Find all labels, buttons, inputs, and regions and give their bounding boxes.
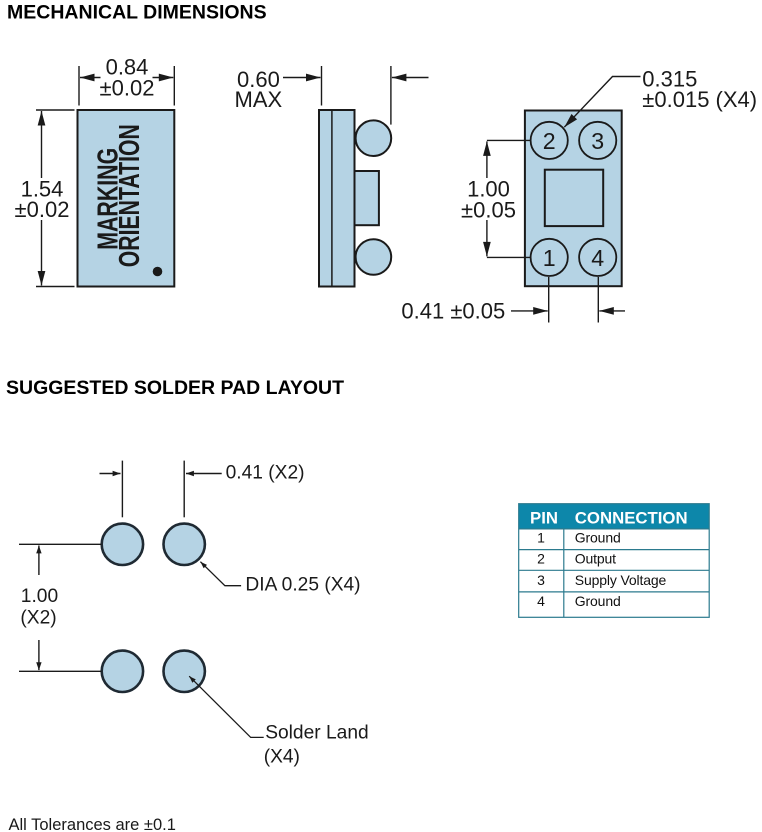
svg-text:2: 2 — [537, 551, 545, 567]
svg-text:Ground: Ground — [575, 530, 621, 546]
svg-text:1.00: 1.00 — [21, 586, 58, 607]
svg-text:(X4): (X4) — [264, 747, 300, 768]
svg-text:SUGGESTED SOLDER PAD LAYOUT: SUGGESTED SOLDER PAD LAYOUT — [6, 377, 344, 399]
svg-text:1.00: 1.00 — [467, 176, 510, 201]
svg-text:ORIENTATION: ORIENTATION — [114, 124, 146, 267]
svg-text:DIA 0.25 (X4): DIA 0.25 (X4) — [245, 575, 360, 596]
svg-text:±0.02: ±0.02 — [15, 197, 70, 222]
svg-text:(X2): (X2) — [20, 608, 56, 629]
svg-text:±0.02: ±0.02 — [100, 76, 155, 101]
svg-text:1.54: 1.54 — [21, 176, 64, 201]
svg-text:±0.015 (X4): ±0.015 (X4) — [642, 87, 757, 112]
svg-text:MECHANICAL DIMENSIONS: MECHANICAL DIMENSIONS — [7, 2, 267, 24]
svg-text:2: 2 — [543, 128, 556, 154]
svg-text:1: 1 — [543, 245, 556, 271]
svg-text:MARKING: MARKING — [93, 148, 125, 250]
svg-text:All Tolerances are ±0.1: All Tolerances are ±0.1 — [9, 816, 176, 832]
svg-text:±0.05: ±0.05 — [461, 197, 516, 222]
svg-text:0.315: 0.315 — [642, 67, 697, 92]
svg-text:CONNECTION: CONNECTION — [575, 509, 688, 528]
svg-text:4: 4 — [537, 593, 545, 609]
svg-text:MAX: MAX — [235, 87, 283, 112]
svg-text:1: 1 — [537, 530, 545, 546]
svg-text:3: 3 — [591, 128, 604, 154]
svg-text:3: 3 — [537, 572, 545, 588]
svg-text:0.60: 0.60 — [237, 67, 280, 92]
svg-text:0.41 ±0.05: 0.41 ±0.05 — [401, 298, 505, 323]
svg-text:Output: Output — [575, 551, 616, 567]
svg-text:Ground: Ground — [575, 593, 621, 609]
svg-text:PIN: PIN — [530, 509, 558, 528]
svg-text:4: 4 — [591, 245, 604, 271]
svg-text:0.84: 0.84 — [106, 55, 149, 80]
svg-text:0.41 (X2): 0.41 (X2) — [226, 462, 305, 483]
svg-text:Supply Voltage: Supply Voltage — [575, 572, 667, 588]
svg-text:Solder Land: Solder Land — [265, 723, 368, 744]
